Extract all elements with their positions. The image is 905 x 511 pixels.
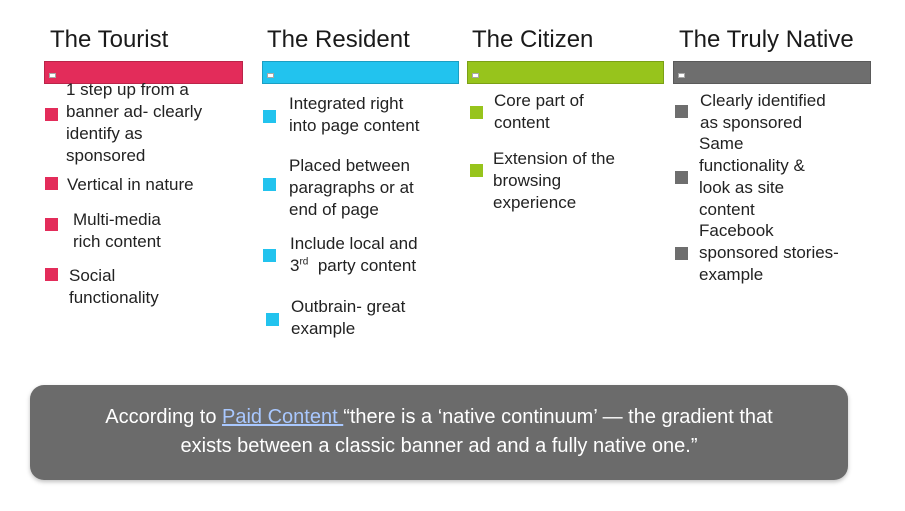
tourist-item-1: 1 step up from a banner ad- clearly iden… xyxy=(66,80,203,165)
bullet-square-icon xyxy=(470,164,483,177)
tourist-item-2: Vertical in nature xyxy=(67,175,194,194)
resident-item-4: Outbrain- great example xyxy=(291,297,406,338)
bar-marker-icon xyxy=(678,73,685,78)
native-item-2: Same functionality & look as site conten… xyxy=(699,134,805,219)
tourist-item-3: Multi-media rich content xyxy=(73,210,161,251)
bar-marker-icon xyxy=(49,73,56,78)
bullet-square-icon xyxy=(45,268,58,281)
quote-box: According to Paid Content “there is a ‘n… xyxy=(30,385,848,480)
bar-marker-icon xyxy=(472,73,479,78)
bullet-square-icon xyxy=(675,105,688,118)
bullet-square-icon xyxy=(675,171,688,184)
quote-line-1: According to Paid Content “there is a ‘n… xyxy=(105,406,773,428)
resident-item-2: Placed between paragraphs or at end of p… xyxy=(289,156,414,219)
bullet-square-icon xyxy=(266,313,279,326)
column-title-resident: The Resident xyxy=(267,26,410,53)
bullet-square-icon xyxy=(263,249,276,262)
column-title-tourist: The Tourist xyxy=(50,26,169,53)
citizen-item-2: Extension of the browsing experience xyxy=(493,149,615,212)
column-title-native: The Truly Native xyxy=(679,26,854,53)
tourist-bar xyxy=(44,61,243,84)
bullet-square-icon xyxy=(45,177,58,190)
citizen-item-1: Core part of content xyxy=(494,91,584,132)
bullet-square-icon xyxy=(45,108,58,121)
column-title-citizen: The Citizen xyxy=(472,26,594,53)
bullet-square-icon xyxy=(45,218,58,231)
footer-strip xyxy=(0,503,905,511)
native-bar xyxy=(673,61,871,84)
quote-line-2: exists between a classic banner ad and a… xyxy=(180,435,698,457)
native-item-3: Facebook sponsored stories- example xyxy=(699,221,839,284)
resident-item-1: Integrated right into page content xyxy=(289,94,420,135)
resident-bar xyxy=(262,61,459,84)
paid-content-link[interactable]: Paid Content xyxy=(222,406,344,428)
bullet-square-icon xyxy=(263,178,276,191)
bullet-square-icon xyxy=(470,106,483,119)
resident-item-3: Include local and 3rd party content xyxy=(290,234,418,275)
tourist-item-4: Social functionality xyxy=(69,266,159,307)
bullet-square-icon xyxy=(263,110,276,123)
bar-marker-icon xyxy=(267,73,274,78)
bullet-square-icon xyxy=(675,247,688,260)
citizen-bar xyxy=(467,61,664,84)
native-item-1: Clearly identified as sponsored xyxy=(700,91,826,132)
